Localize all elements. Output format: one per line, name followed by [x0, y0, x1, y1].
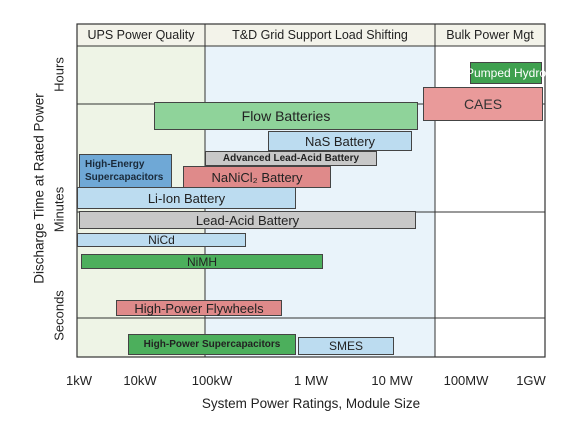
bar-high-power-supercapacitors: High-Power Supercapacitors — [128, 334, 296, 355]
bar-advanced-lead-acid: Advanced Lead-Acid Battery — [205, 151, 377, 166]
y-axis-title: Discharge Time at Rated Power — [31, 93, 47, 284]
bar-lead-acid-battery: Lead-Acid Battery — [79, 211, 416, 229]
region-title-td: T&D Grid Support Load Shifting — [232, 28, 408, 42]
bar-nas-battery: NaS Battery — [268, 131, 412, 151]
bar-label: Li-Ion Battery — [147, 190, 226, 206]
bar-label: Flow Batteries — [241, 108, 331, 124]
x-tick-100mw: 100MW — [443, 373, 489, 388]
bar-caes: CAES — [423, 87, 543, 121]
bar-li-ion-battery: Li-Ion Battery — [77, 187, 296, 209]
region-title-bulk: Bulk Power Mgt — [446, 28, 534, 42]
bar-nimh: NiMH — [81, 254, 323, 269]
bar-label: SMES — [328, 339, 363, 353]
x-tick-10mw: 10 MW — [371, 373, 413, 388]
x-tick-1gw: 1GW — [516, 373, 546, 388]
y-tick-minutes: Minutes — [51, 186, 67, 233]
bar-label: Advanced Lead-Acid Battery — [222, 153, 360, 164]
bar-pumped-hydro: Pumped Hydro — [466, 62, 546, 84]
bar-high-energy-supercapacitors: High-Energy Supercapacitors — [79, 154, 172, 188]
bar-smes: SMES — [298, 337, 394, 355]
bar-high-power-flywheels: High-Power Flywheels — [116, 300, 282, 316]
bar-nanicl2-battery: NaNiCl₂ Battery — [183, 166, 331, 188]
x-tick-10kw: 10kW — [123, 373, 157, 388]
x-tick-1kw: 1kW — [66, 373, 92, 388]
bar-label: High-Power Supercapacitors — [143, 339, 281, 350]
x-tick-1mw: 1 MW — [294, 373, 328, 388]
bar-label: CAES — [463, 96, 503, 112]
bar-label: NiCd — [148, 233, 175, 247]
x-axis-title: System Power Ratings, Module Size — [201, 396, 421, 411]
bar-label: High-Power Flywheels — [134, 300, 264, 316]
region-title-ups: UPS Power Quality — [87, 28, 195, 42]
y-tick-hours: Hours — [51, 57, 67, 92]
bar-label: NaS Battery — [304, 133, 376, 149]
bar-label: High-Energy Supercapacitors — [85, 159, 164, 183]
bar-label: Lead-Acid Battery — [195, 212, 300, 228]
bar-label: Pumped Hydro — [465, 66, 547, 80]
bar-nicd: NiCd — [77, 233, 246, 247]
x-tick-100kw: 100kW — [191, 373, 233, 388]
bar-flow-batteries: Flow Batteries — [154, 102, 418, 130]
bar-label: NaNiCl₂ Battery — [211, 169, 303, 185]
bar-label: NiMH — [187, 254, 217, 269]
y-tick-seconds: Seconds — [51, 290, 67, 341]
